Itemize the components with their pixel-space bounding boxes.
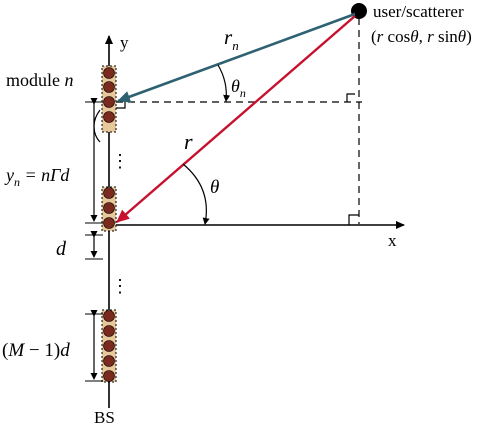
right-angle-mark (346, 93, 355, 102)
vertical-dots-lower: ⋮ (111, 276, 129, 296)
antenna-element (103, 370, 115, 382)
antenna-element (103, 187, 115, 199)
y-axis-label: y (120, 33, 129, 52)
antenna-element (103, 81, 115, 93)
antenna-element (103, 355, 115, 367)
theta-label: θ (210, 177, 219, 198)
module-bracket (93, 109, 101, 143)
theta-arc (182, 163, 210, 225)
user-coordinates: (r cosθ, r sinθ) (371, 27, 472, 46)
x-axis-label: x (388, 231, 397, 250)
theta-n-label: θn (231, 76, 246, 100)
antenna-element (103, 325, 115, 337)
antenna-element (103, 310, 115, 322)
r-n-label: rn (224, 25, 239, 53)
right-angle-mark (348, 214, 359, 225)
module-label: module n (6, 70, 74, 90)
antenna-element (103, 340, 115, 352)
antenna-element (103, 217, 115, 229)
right-angle-mark (116, 102, 126, 109)
r-label: r (184, 129, 193, 154)
y-n-label: yn = nΓd (4, 165, 70, 189)
bs-label: BS (94, 408, 115, 427)
antenna-element (103, 202, 115, 214)
r-arrow (116, 15, 356, 223)
r-n-arrow (117, 12, 356, 103)
antenna-elements (103, 67, 115, 382)
user-label: user/scatterer (373, 2, 464, 21)
antenna-element (103, 96, 115, 108)
d-label: d (56, 238, 67, 260)
antenna-element (103, 111, 115, 123)
vertical-dots-upper: ⋮ (111, 151, 129, 171)
antenna-element (103, 67, 115, 79)
md-label: (M − 1)d (2, 340, 70, 361)
theta-n-arc (217, 64, 231, 102)
